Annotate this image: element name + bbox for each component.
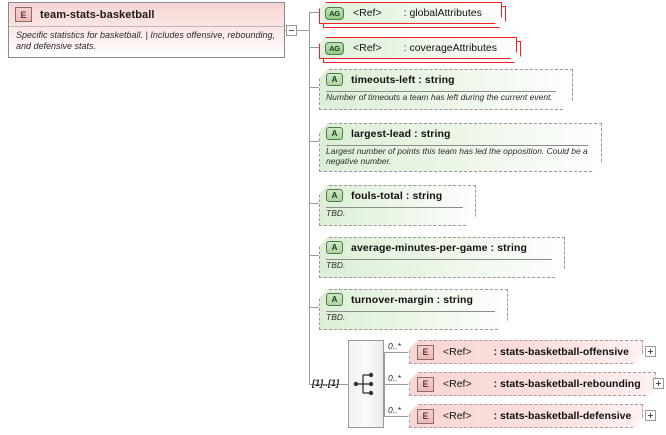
attribute-icon: A [326,241,343,254]
attribute-average-minutes-per-game[interactable]: A average-minutes-per-game : string TBD. [319,237,565,278]
attribute-group-ref-coverage[interactable]: AG <Ref> : coverageAttributes [319,37,517,59]
connector-eref-2 [384,384,408,385]
page-title: team-stats-basketball [40,8,155,21]
ref-type: : coverageAttributes [403,42,497,54]
ref-label: <Ref> [353,42,382,54]
ref-label: <Ref> [443,346,472,358]
attribute-header: A fouls-total : string [319,185,476,206]
attribute-icon: A [326,189,343,202]
attribute-header: A timeouts-left : string [319,69,573,90]
connector-eref-spine [384,352,385,416]
compositor-cardinality: [1]..[1] [312,378,339,388]
attribute-body [319,237,565,278]
element-ref-body: E <Ref> : stats-basketball-defensive [409,404,643,428]
element-ref-rebounding[interactable]: E <Ref> : stats-basketball-rebounding [409,372,656,396]
attribute-description: Number of timeouts a team has left durin… [326,92,553,102]
attribute-header: A average-minutes-per-game : string [319,237,565,258]
sequence-compositor[interactable] [348,340,384,428]
ref-type: : globalAttributes [403,7,482,19]
root-element-header: E team-stats-basketball [9,3,284,27]
ref-label: <Ref> [443,410,472,422]
attribute-name: average-minutes-per-game : string [351,241,528,254]
attribute-body [319,185,476,226]
expand-toggle-rebounding[interactable] [653,378,664,389]
divider [326,207,463,208]
attribute-description: TBD. [326,312,346,322]
expand-toggle-offensive[interactable] [645,346,656,357]
element-icon: E [15,7,32,22]
attribute-name: turnover-margin : string [351,293,473,306]
attribute-header: A turnover-margin : string [319,289,508,310]
divider [326,145,588,146]
collapse-toggle-root[interactable] [286,25,297,36]
element-ref-body: E <Ref> : stats-basketball-offensive [409,340,643,364]
connector-branch-ag-2 [309,47,319,48]
connector-trunk-entry [297,30,309,31]
attribute-description: TBD. [326,260,346,270]
ref-type: : stats-basketball-rebounding [493,378,641,390]
attribute-header: A largest-lead : string [319,123,602,144]
root-element-box[interactable]: E team-stats-basketball Specific statist… [8,2,285,58]
element-icon: E [417,409,434,424]
connector-branch-attr-4 [309,255,319,256]
occurrence-label-rebounding: 0..* [388,373,401,383]
attribute-body [319,289,508,330]
connector-branch-attr-1 [309,87,319,88]
attribute-body [319,69,573,110]
ref-body: AG <Ref> : coverageAttributes [319,37,517,59]
connector-root-stub [285,30,287,31]
connector-branch-compositor [309,384,348,385]
attribute-largest-lead[interactable]: A largest-lead : string Largest number o… [319,123,602,172]
attribute-icon: A [326,293,343,306]
ref-body: AG <Ref> : globalAttributes [319,2,502,24]
attribute-description: Largest number of points this team has l… [326,146,588,166]
occurrence-label-defensive: 0..* [388,405,401,415]
connector-branch-attr-5 [309,307,319,308]
connector-eref-3 [384,416,408,417]
element-icon: E [417,345,434,360]
attribute-name: largest-lead : string [351,127,451,140]
attribute-name: fouls-total : string [351,189,443,202]
connector-trunk [309,12,310,384]
root-element-description: Specific statistics for basketball. | In… [16,30,275,51]
attribute-icon: A [326,73,343,86]
attribute-turnover-margin[interactable]: A turnover-margin : string TBD. [319,289,508,330]
attribute-body [319,123,602,172]
attribute-fouls-total[interactable]: A fouls-total : string TBD. [319,185,476,226]
connector-branch-attr-2 [309,141,319,142]
divider [326,311,495,312]
element-icon: E [417,377,434,392]
attribute-name: timeouts-left : string [351,73,455,86]
divider [326,91,556,92]
connector-branch-ag-1 [309,12,319,13]
divider [326,259,552,260]
connector-eref-1 [384,352,408,353]
occurrence-label-offensive: 0..* [388,341,401,351]
element-ref-body: E <Ref> : stats-basketball-rebounding [409,372,656,396]
element-ref-offensive[interactable]: E <Ref> : stats-basketball-offensive [409,340,643,364]
ref-type: : stats-basketball-defensive [493,410,632,422]
attribute-description: TBD. [326,208,346,218]
connector-branch-attr-3 [309,203,319,204]
expand-toggle-defensive[interactable] [645,410,656,421]
sequence-icon [353,372,374,396]
attribute-group-icon: AG [325,42,344,55]
attribute-icon: A [326,127,343,140]
attribute-group-ref-global[interactable]: AG <Ref> : globalAttributes [319,2,502,24]
ref-label: <Ref> [443,378,472,390]
ref-type: : stats-basketball-offensive [493,346,629,358]
ref-label: <Ref> [353,7,382,19]
attribute-group-icon: AG [325,7,344,20]
element-ref-defensive[interactable]: E <Ref> : stats-basketball-defensive [409,404,643,428]
attribute-timeouts-left[interactable]: A timeouts-left : string Number of timeo… [319,69,573,110]
